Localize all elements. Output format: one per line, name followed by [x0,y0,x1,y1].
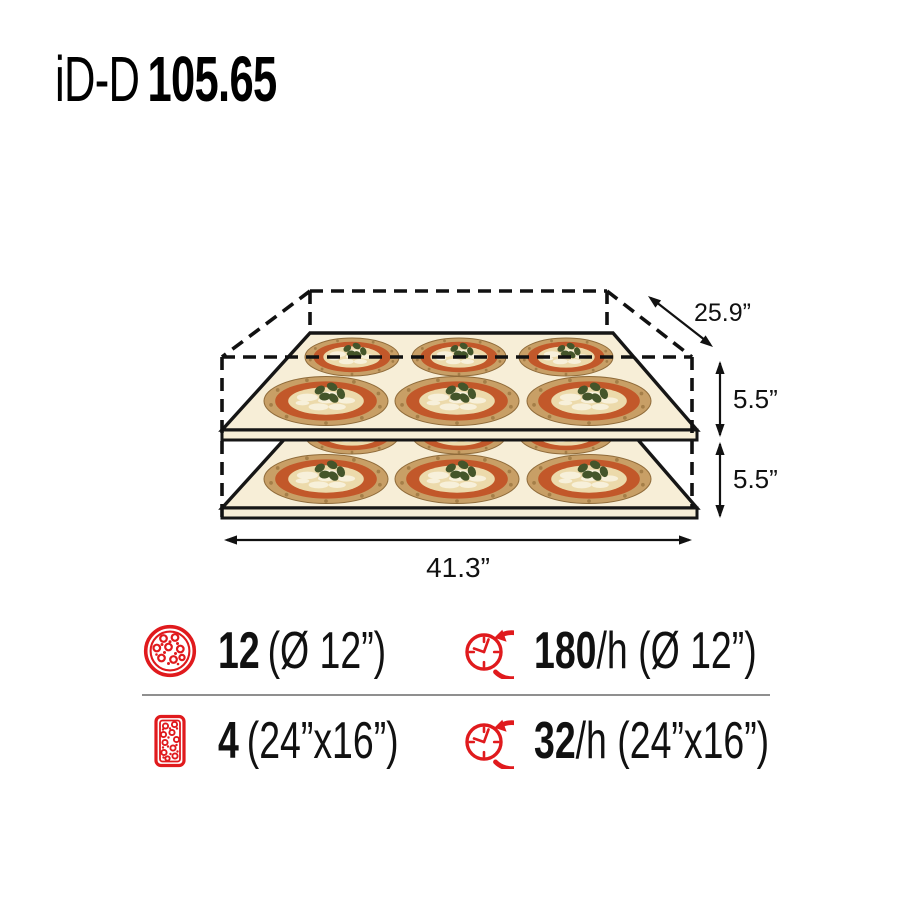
dimension-depth: 25.9” [648,296,751,347]
clock-icon [458,713,514,769]
capacity-specs: 12(Ø 12”) [142,608,770,786]
pizza [263,376,389,426]
pizza-rate-cell: 180/h (Ø 12”) [458,623,843,679]
chamber-dashed-outline [220,289,694,518]
height-bottom-label: 5.5” [733,464,778,494]
pizza-icon [142,623,198,679]
pizza-rate-detail: /h (Ø 12”) [596,622,757,680]
tray-capacity-text: 4(24”x16”) [218,715,399,767]
pizza-rate-value: 180 [534,622,597,680]
pizza-count-cell: 12(Ø 12”) [142,623,458,679]
pizza-count-value: 12 [218,622,260,680]
pizza-capacity-row: 12(Ø 12”) [142,608,770,694]
height-top-label: 5.5” [733,384,778,414]
depth-label: 25.9” [694,299,751,327]
tray-rate-detail: /h (24”x16”) [575,712,770,770]
pizza-size-detail: (Ø 12”) [267,622,387,680]
tray-capacity-row: 4(24”x16”) [142,696,770,786]
clock-icon [458,623,514,679]
width-label: 41.3” [426,552,490,583]
pizza [394,376,520,426]
tray-icon [142,713,198,769]
pizza [394,454,520,504]
dimension-height-top: 5.5” [715,361,778,437]
dimension-height-bottom: 5.5” [715,442,778,518]
pizza-capacity-text: 12(Ø 12”) [218,625,386,677]
top-deck-pizzas [263,337,652,426]
tray-count-value: 4 [218,712,239,770]
tray-rate-value: 32 [534,712,576,770]
top-deck-slab [220,428,699,442]
bottom-deck-slab [220,506,699,520]
top-deck [218,331,701,442]
pizza [526,454,652,504]
dimension-width: 41.3” [224,535,692,583]
product-series: iD-D [55,43,140,115]
pizza-rate-text: 180/h (Ø 12”) [534,625,757,677]
product-model: 105.65 [147,43,277,115]
tray-rate-text: 32/h (24”x16”) [534,715,769,767]
pizza [263,454,389,504]
tray-count-cell: 4(24”x16”) [142,713,458,769]
divider [142,694,770,696]
pizza [526,376,652,426]
tray-size-detail: (24”x16”) [246,712,399,770]
tray-rate-cell: 32/h (24”x16”) [458,713,861,769]
